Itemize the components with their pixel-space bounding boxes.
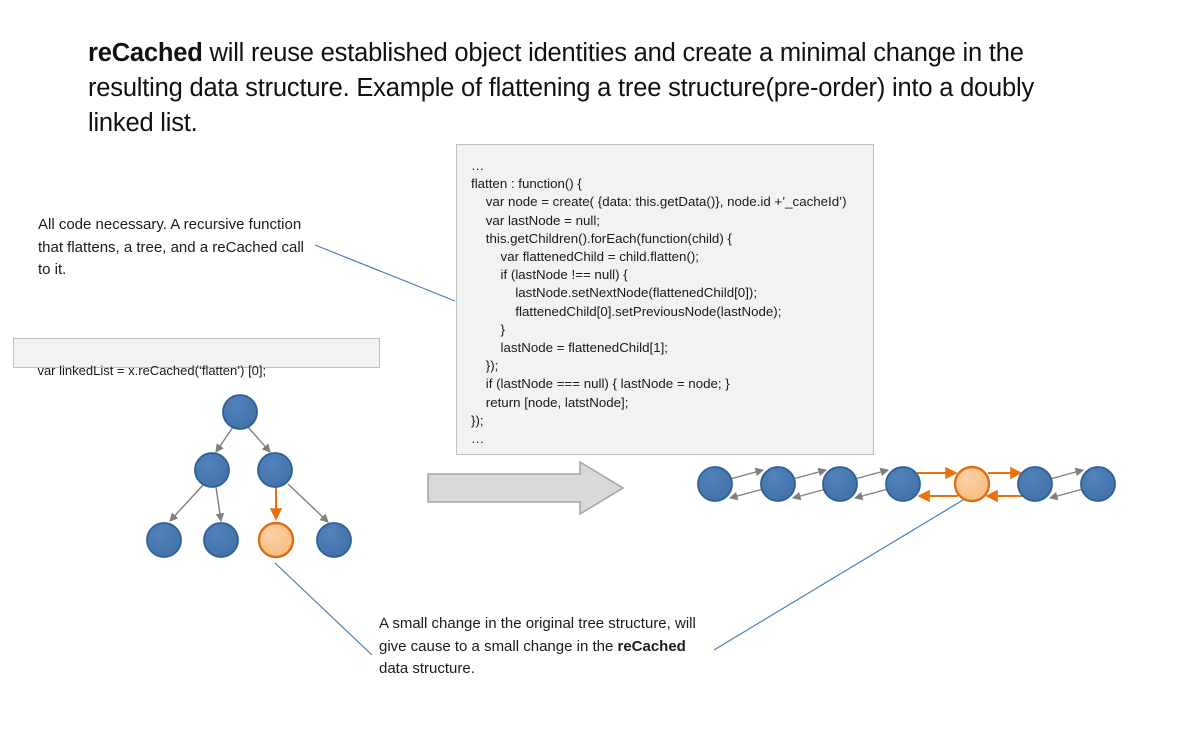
tree-edge-root-to-mid-left (215, 426, 234, 453)
code-line: return [node, latstNode]; (471, 394, 629, 410)
list-node-5-changed (953, 465, 991, 503)
tree-edge-mid-left-to-leaf-1 (169, 484, 204, 522)
annotation-bottom-bold: reCached (617, 637, 686, 655)
page-title: reCached will reuse established object i… (88, 36, 1098, 141)
list-node-3 (822, 466, 858, 502)
tree-node-root (222, 394, 258, 430)
code-line: }); (471, 358, 499, 374)
code-line: flattenedChild[0].setPreviousNode(lastNo… (471, 303, 782, 319)
list-node-4 (885, 466, 921, 502)
tree-edge-mid-left-to-leaf-2 (215, 486, 225, 523)
annotation-left-text: All code necessary. A recursive function… (38, 216, 304, 278)
code-line: flatten : function() { (471, 176, 582, 192)
code-line: } (471, 321, 505, 337)
transform-arrow (427, 460, 625, 516)
code-line: lastNode = flattenedChild[1]; (471, 340, 668, 356)
leader-tree-to-bottom-text (274, 562, 373, 656)
code-box-flatten-function: … flatten : function() { var node = creat… (456, 144, 874, 455)
ll-next-3-4 (854, 467, 890, 480)
code-line: if (lastNode === null) { lastNode = node… (471, 376, 730, 392)
list-node-6 (1017, 466, 1053, 502)
ll-prev-4-3 (853, 488, 889, 501)
code-line: … (471, 431, 485, 447)
list-node-2 (760, 466, 796, 502)
code-line: var lastNode = null; (471, 212, 600, 228)
annotation-bottom-part1: A small change in the original tree stru… (379, 615, 696, 655)
leader-left-text-to-code (314, 244, 456, 302)
code-line: … (471, 158, 485, 173)
code-line: if (lastNode !== null) { (471, 267, 628, 283)
code-line: var flattenedChild = child.flatten(); (471, 249, 700, 265)
ll-prev-3-2 (791, 488, 827, 501)
tree-edge-mid-right-to-leaf-4 (287, 483, 329, 523)
linked-list-nodes (697, 465, 1116, 503)
linked-list-prev-links (728, 488, 1084, 503)
ll-next-6-7 (1049, 467, 1085, 480)
linked-list-next-links (729, 466, 1085, 480)
tree-edges (169, 426, 329, 523)
tree-nodes (146, 394, 352, 559)
title-rest: will reuse established object identities… (88, 39, 1035, 137)
ll-prev-2-1 (728, 488, 764, 501)
title-bold-lead: reCached (88, 39, 203, 67)
tree-node-leaf-1 (146, 522, 182, 558)
tree-node-mid-right (257, 452, 293, 488)
annotation-bottom-part2: data structure. (379, 660, 475, 677)
code-line: }); (471, 412, 484, 428)
ll-next-1-2 (729, 467, 765, 480)
tree-node-leaf-3-changed (257, 521, 295, 559)
list-node-7 (1080, 466, 1116, 502)
code-box-recached-call: var linkedList = x.reCached(‘flatten’) [… (13, 338, 380, 378)
ll-prev-7-6 (1048, 488, 1084, 501)
code-line: var node = create( {data: this.getData()… (471, 194, 847, 210)
annotation-bottom-text: A small change in the original tree stru… (379, 613, 709, 681)
code-line: this.getChildren().forEach(function(chil… (471, 230, 732, 246)
leader-list-to-bottom-text (713, 496, 969, 651)
tree-node-mid-left (194, 452, 230, 488)
tree-node-leaf-4 (316, 522, 352, 558)
code-line: var linkedList = x.reCached(‘flatten’) [… (37, 363, 267, 379)
ll-next-2-3 (792, 467, 828, 480)
tree-node-leaf-2 (203, 522, 239, 558)
list-node-1 (697, 466, 733, 502)
code-line: lastNode.setNextNode(flattenedChild[0]); (471, 285, 758, 301)
tree-edge-root-to-mid-right (247, 426, 271, 453)
